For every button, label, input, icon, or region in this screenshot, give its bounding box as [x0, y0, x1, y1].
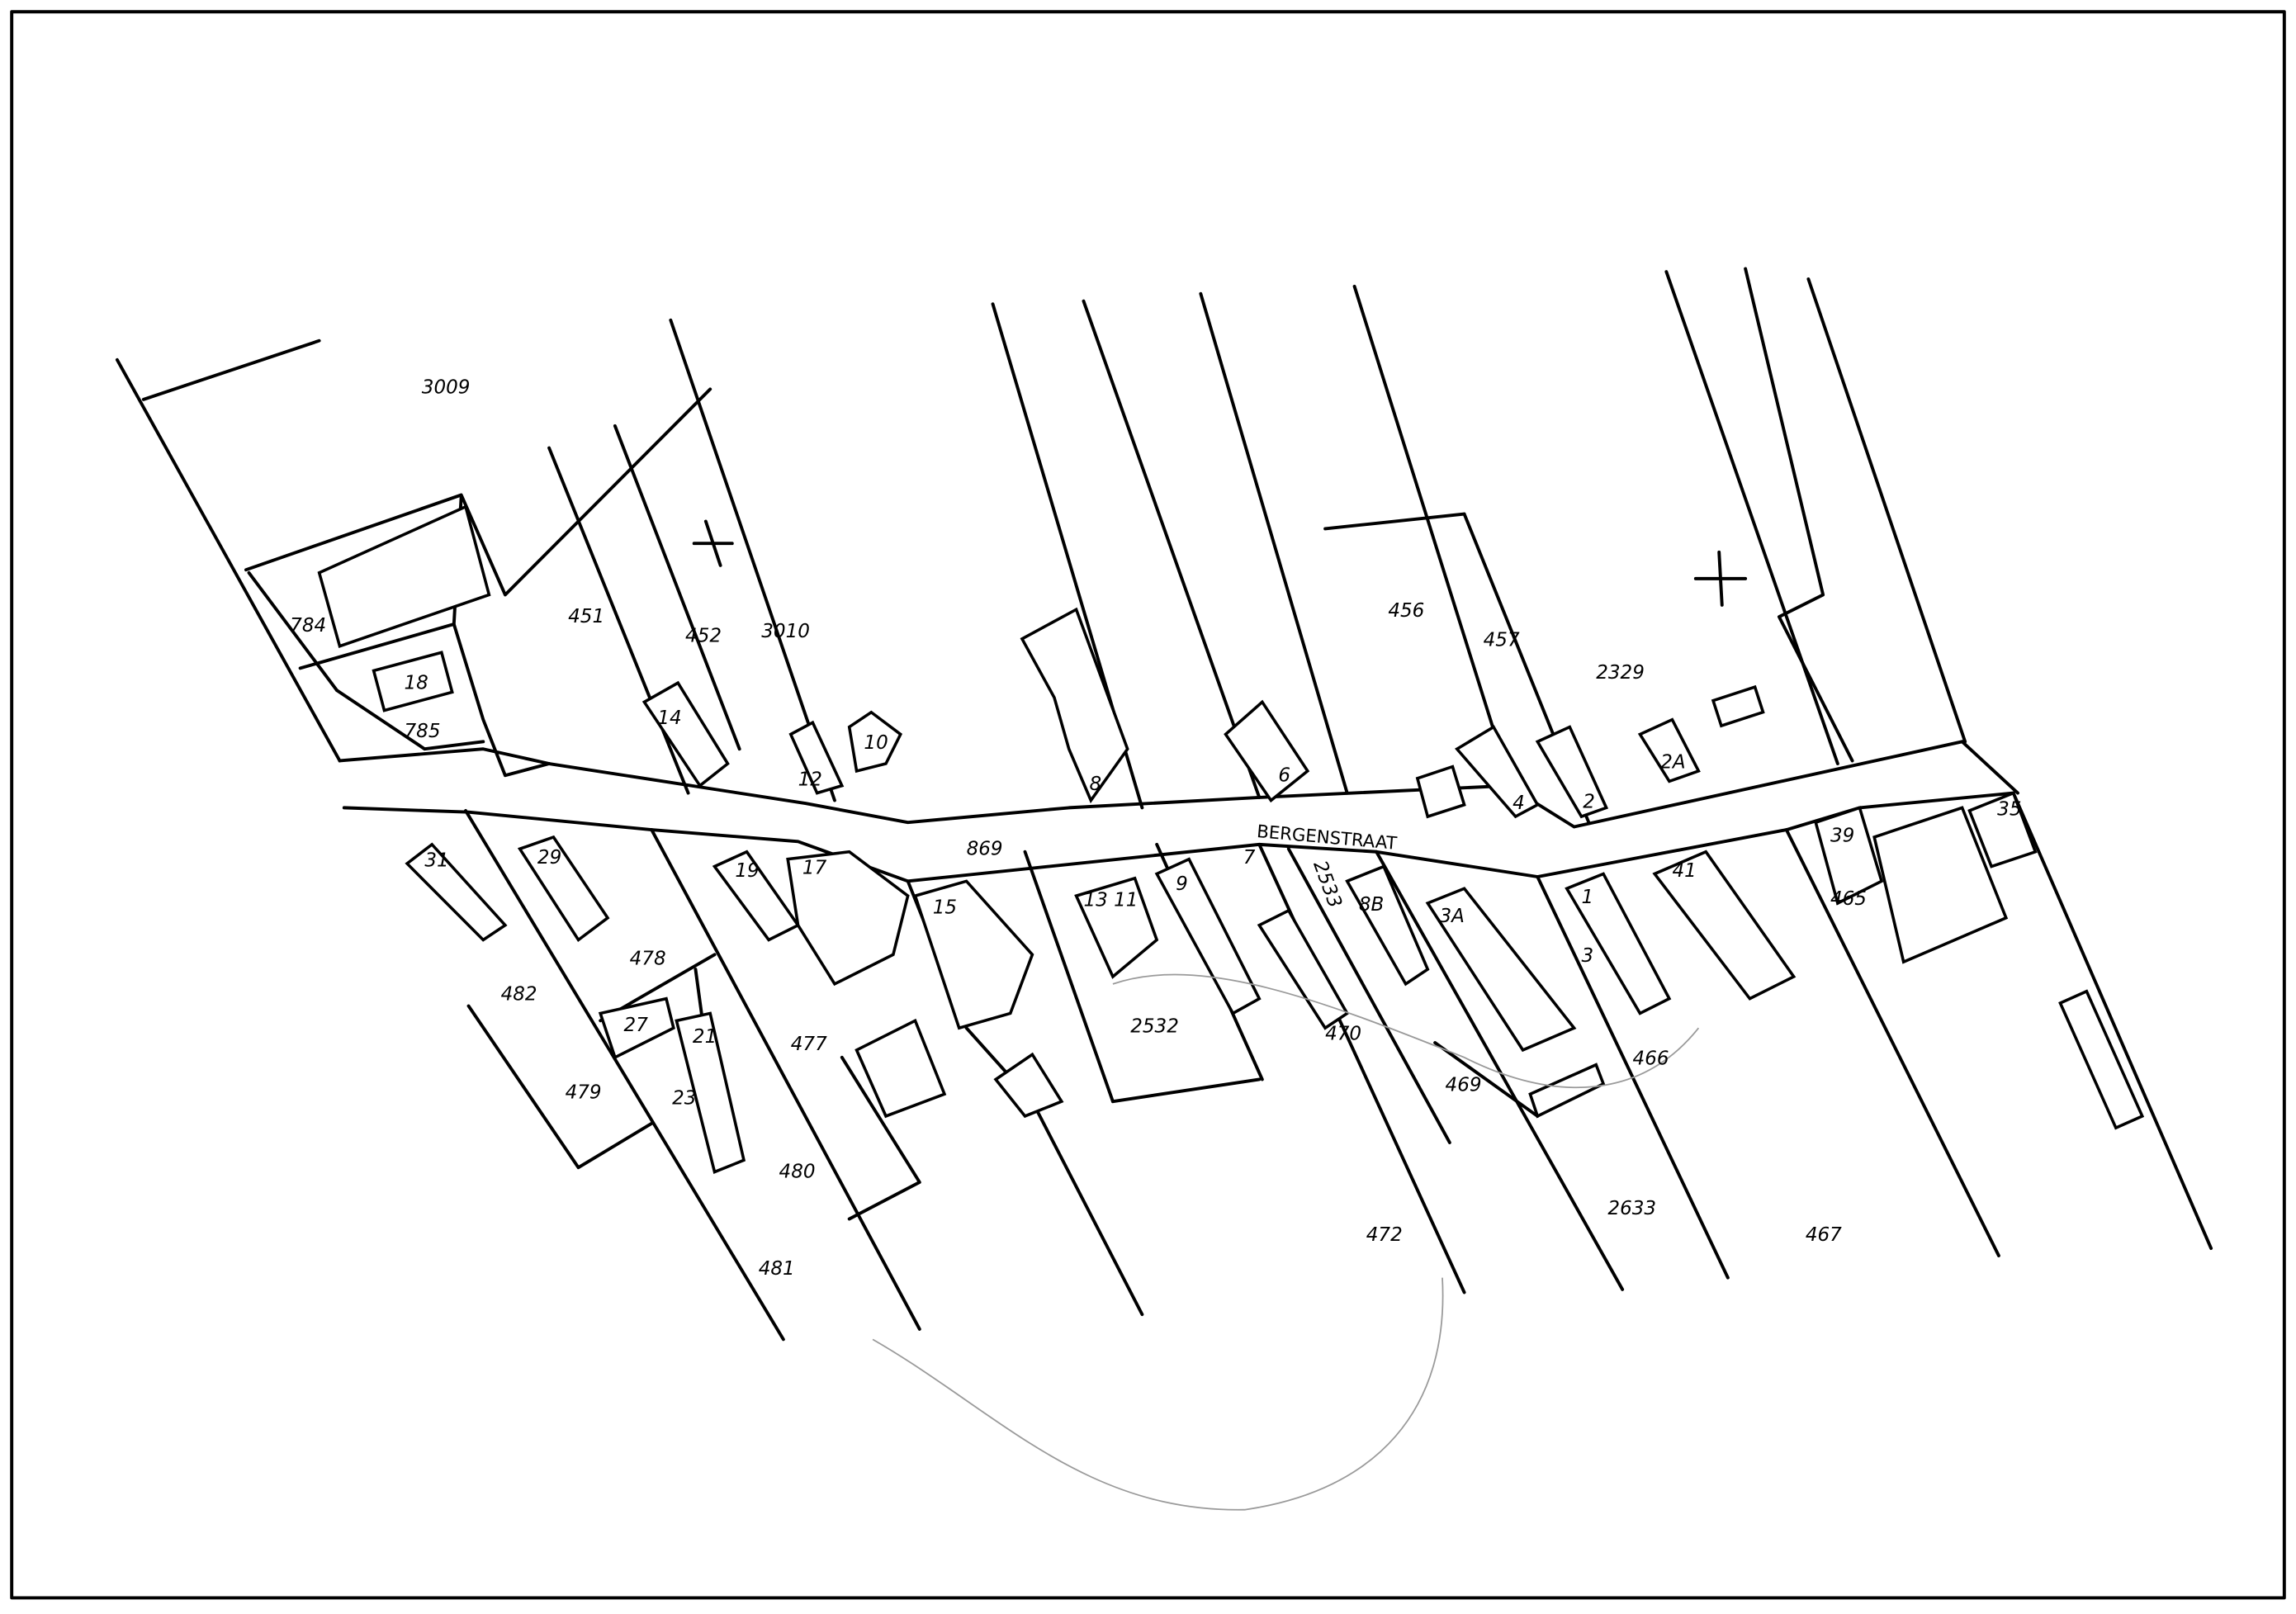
house-number: 9: [1176, 873, 1188, 895]
parcel-label: 3010: [761, 621, 810, 642]
parcel-label: 785: [405, 721, 441, 742]
house-number: 7: [1243, 847, 1256, 869]
parcel-label: 482: [501, 983, 537, 1005]
house-number: 15: [933, 897, 957, 918]
house-number: 19: [735, 860, 759, 882]
house-number: 23: [672, 1088, 696, 1110]
house-number: 8B: [1359, 894, 1384, 916]
parcel-label: 456: [1388, 600, 1424, 622]
house-number: 1: [1581, 887, 1593, 908]
house-number: 35: [1997, 798, 2021, 820]
house-number: 41: [1672, 860, 1696, 882]
parcel-label: 481: [759, 1258, 795, 1280]
house-number: 3A: [1439, 906, 1464, 927]
road-parcel-label: 869: [967, 838, 1003, 859]
map-labels: BERGENSTRAAT 869 3009 784 785 451 452 30…: [290, 377, 2021, 1280]
parcel-label: 2633: [1607, 1198, 1656, 1219]
parcel-label: 472: [1366, 1224, 1403, 1246]
parcel-label: 477: [791, 1034, 827, 1055]
house-number: 12: [798, 769, 822, 791]
parcel-label: 469: [1446, 1075, 1482, 1096]
house-number: 2: [1583, 791, 1595, 812]
parcel-label: 451: [568, 606, 604, 627]
house-number: 14: [657, 708, 681, 729]
house-number: 39: [1830, 825, 1854, 846]
house-number: 13 11: [1083, 890, 1138, 911]
parcel-label: 465: [1830, 888, 1867, 910]
parcel-label: 466: [1633, 1048, 1669, 1070]
house-number: 4: [1513, 793, 1525, 814]
parcel-lines-south: [464, 791, 2213, 1342]
parcel-label: 480: [779, 1162, 816, 1183]
house-number: 6: [1278, 764, 1290, 786]
house-number: 2A: [1660, 751, 1685, 773]
parcel-label: 2532: [1130, 1016, 1179, 1038]
map-frame: [10, 10, 2286, 1600]
house-number: 8: [1090, 774, 1102, 795]
house-number: 27: [624, 1015, 649, 1036]
road-north-edge: [338, 740, 1964, 829]
parcel-label: 452: [685, 625, 722, 646]
parcel-label: 2533: [1309, 858, 1345, 911]
parcel-label: 3009: [422, 377, 471, 399]
house-number: 29: [537, 847, 561, 869]
pencil-annotation: [872, 973, 1700, 1511]
house-number: 31: [424, 850, 448, 872]
house-number: 10: [864, 732, 888, 754]
cross-marker-icon: [692, 519, 1748, 607]
house-number: 21: [693, 1026, 717, 1048]
house-number: 3: [1581, 945, 1593, 967]
parcel-label: 478: [630, 949, 666, 970]
parcel-label: 467: [1806, 1224, 1842, 1246]
parcel-label: 470: [1325, 1023, 1361, 1044]
house-number: 18: [405, 672, 428, 693]
road-end: [1960, 740, 2019, 795]
parcel-label: 457: [1484, 630, 1520, 651]
buildings: [317, 504, 2145, 1174]
parcel-label: 784: [290, 615, 326, 637]
parcel-label: 479: [566, 1082, 602, 1104]
house-number: 17: [802, 857, 827, 878]
parcel-label: 2329: [1596, 662, 1645, 684]
